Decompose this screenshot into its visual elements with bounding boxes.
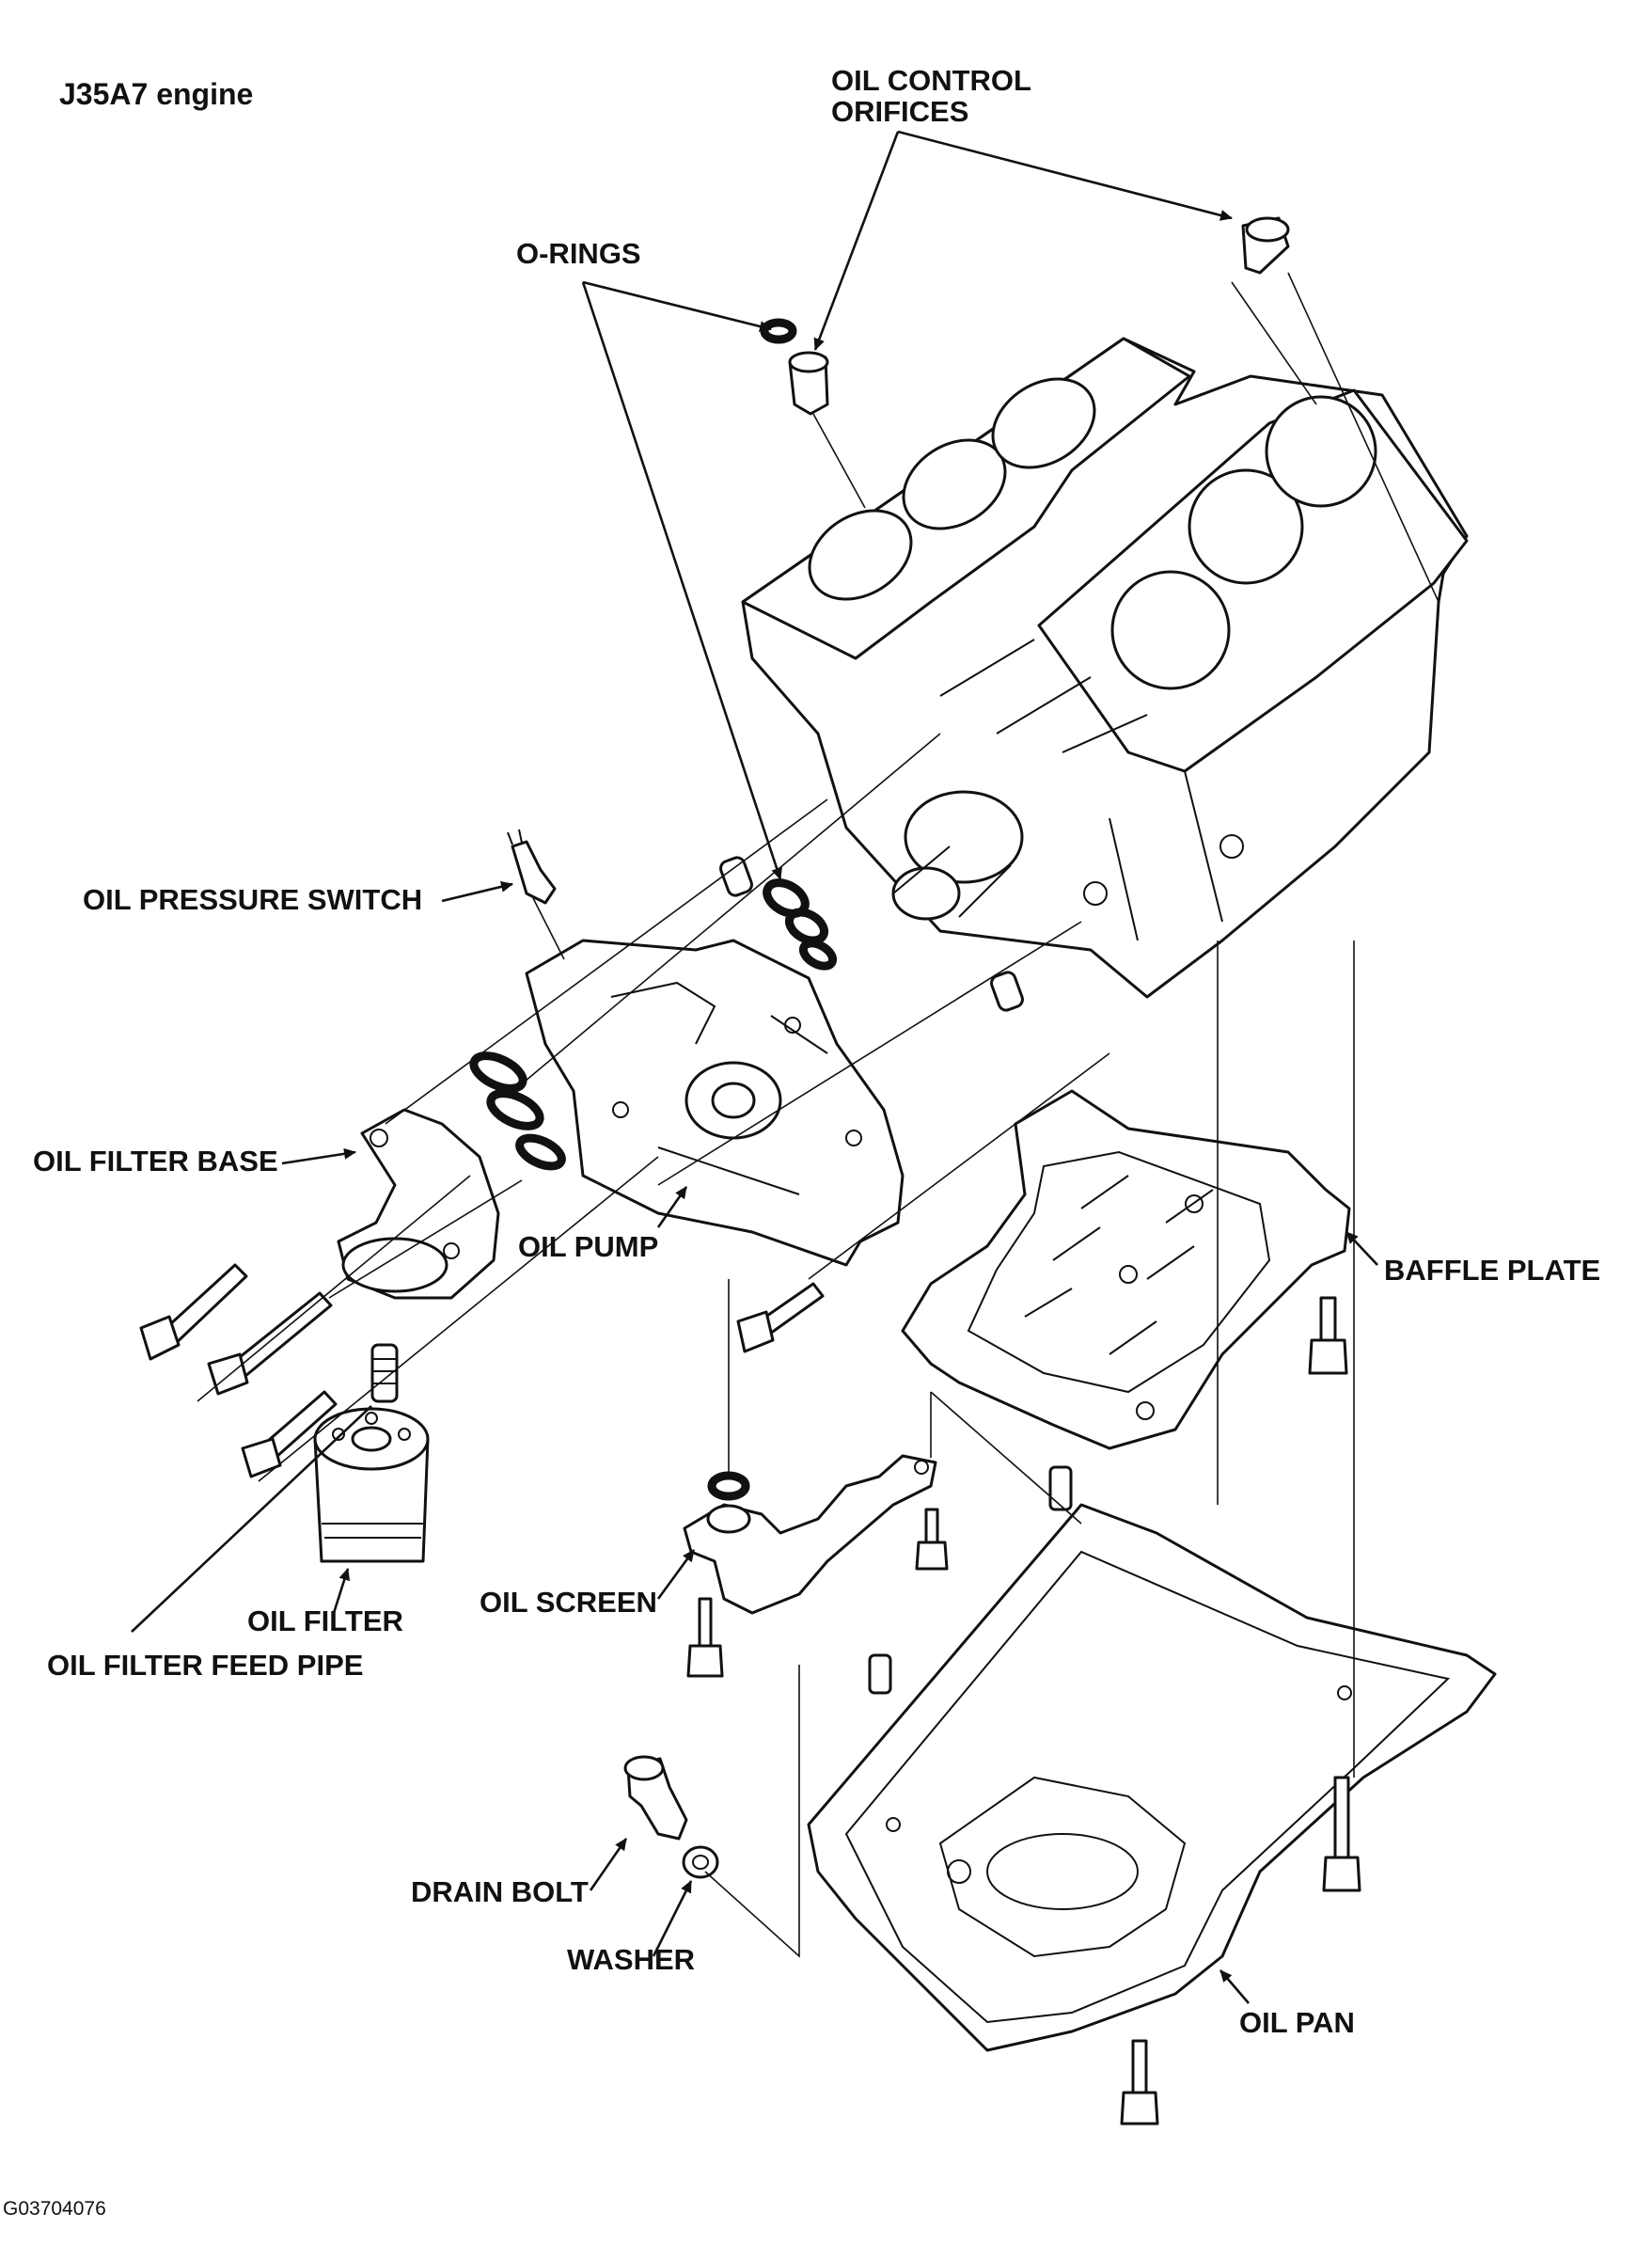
engine-block: [741, 337, 1469, 999]
oil-filter-feed-pipe: [370, 1343, 399, 1403]
filter-base-o-rings: [469, 1051, 566, 1171]
oil-screen-bolts: [686, 1508, 949, 1678]
oil-pump: [525, 939, 905, 1267]
washer: [682, 1845, 719, 1879]
alignment-lines: [197, 272, 1440, 1958]
label-oil-filter: OIL FILTER: [247, 1604, 403, 1637]
dowel-pin-lower: [990, 971, 1024, 1012]
label-oil-control-orifices: OIL CONTROL ORIFICES: [831, 64, 1031, 128]
oil-pump-bolt: [736, 1282, 825, 1353]
figure-id: G03704076: [3, 2198, 106, 2220]
leader-lines: [131, 130, 1378, 2004]
oil-control-orifice-upper: [1241, 216, 1290, 275]
o-ring-upper: [760, 318, 797, 344]
label-o-rings: O-RINGS: [516, 237, 641, 270]
oil-pan: [807, 1465, 1497, 2052]
label-baffle-plate: BAFFLE PLATE: [1384, 1254, 1601, 1287]
label-oil-control-orifices-line1: OIL CONTROL: [831, 64, 1031, 97]
label-oil-screen: OIL SCREEN: [480, 1586, 657, 1619]
oil-pressure-switch: [507, 829, 557, 905]
oil-filter-base: [337, 1108, 500, 1300]
oil-filter: [313, 1407, 430, 1563]
dowel-pin-upper: [719, 856, 753, 897]
baffle-plate: [901, 1089, 1351, 1450]
label-oil-pump: OIL PUMP: [518, 1230, 659, 1263]
oil-control-orifice-lower: [788, 351, 829, 416]
filter-base-bolts: [139, 1263, 338, 1478]
label-washer: WASHER: [567, 1943, 696, 1976]
baffle-plate-bolt: [1308, 1296, 1348, 1375]
drain-bolt: [623, 1755, 688, 1841]
label-oil-pressure-switch: OIL PRESSURE SWITCH: [83, 883, 423, 916]
washer-hole: [692, 1855, 709, 1870]
label-drain-bolt: DRAIN BOLT: [411, 1875, 589, 1908]
label-oil-control-orifices-line2: ORIFICES: [831, 94, 969, 128]
label-oil-pan: OIL PAN: [1239, 2006, 1355, 2039]
oil-pump-o-rings: [763, 878, 838, 971]
oil-pan-bolts: [1120, 1776, 1361, 2126]
label-oil-filter-base: OIL FILTER BASE: [33, 1145, 278, 1177]
diagram-title: J35A7 engine: [59, 77, 254, 111]
oil-screen: [683, 1454, 937, 1615]
label-oil-filter-feed-pipe: OIL FILTER FEED PIPE: [47, 1649, 364, 1682]
